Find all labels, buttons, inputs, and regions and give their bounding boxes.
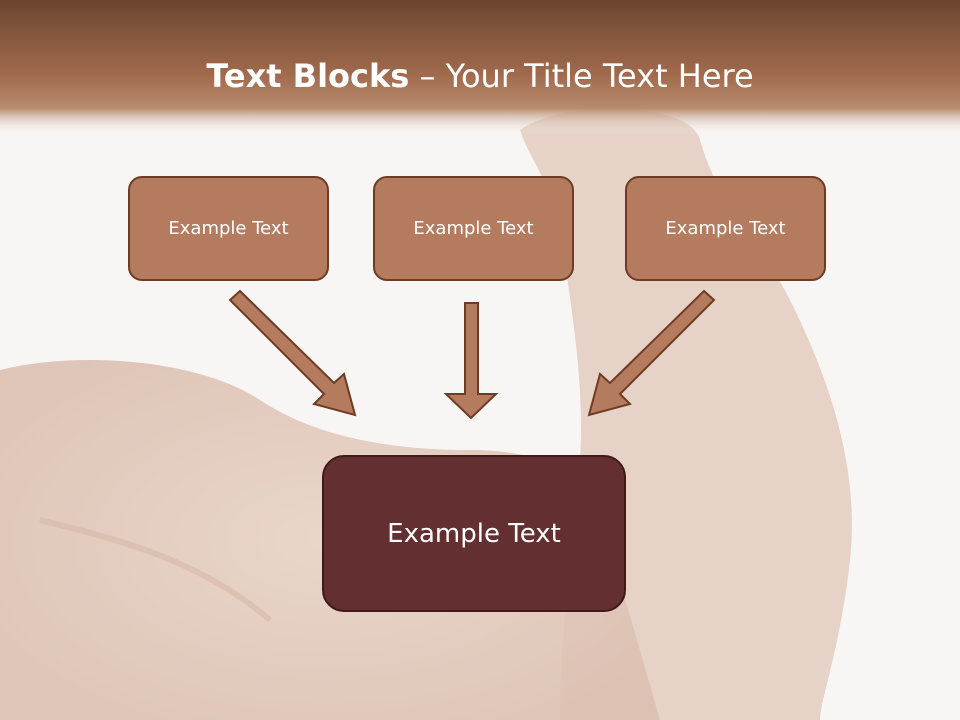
arrow-right xyxy=(587,289,716,417)
text-block-2[interactable]: Example Text xyxy=(373,176,574,281)
title-dash: – xyxy=(409,57,446,95)
title-rest: Your Title Text Here xyxy=(445,57,754,95)
arrow-left xyxy=(228,289,357,417)
text-block-3-label: Example Text xyxy=(665,218,786,239)
title-bold-part: Text Blocks xyxy=(206,57,410,95)
text-block-3[interactable]: Example Text xyxy=(625,176,826,281)
arrow-center xyxy=(443,302,499,420)
target-block-label: Example Text xyxy=(387,518,561,549)
text-block-1[interactable]: Example Text xyxy=(128,176,329,281)
text-block-2-label: Example Text xyxy=(413,218,534,239)
slide-title: Text Blocks – Your Title Text Here xyxy=(0,57,960,95)
target-block[interactable]: Example Text xyxy=(322,455,626,612)
text-block-1-label: Example Text xyxy=(168,218,289,239)
